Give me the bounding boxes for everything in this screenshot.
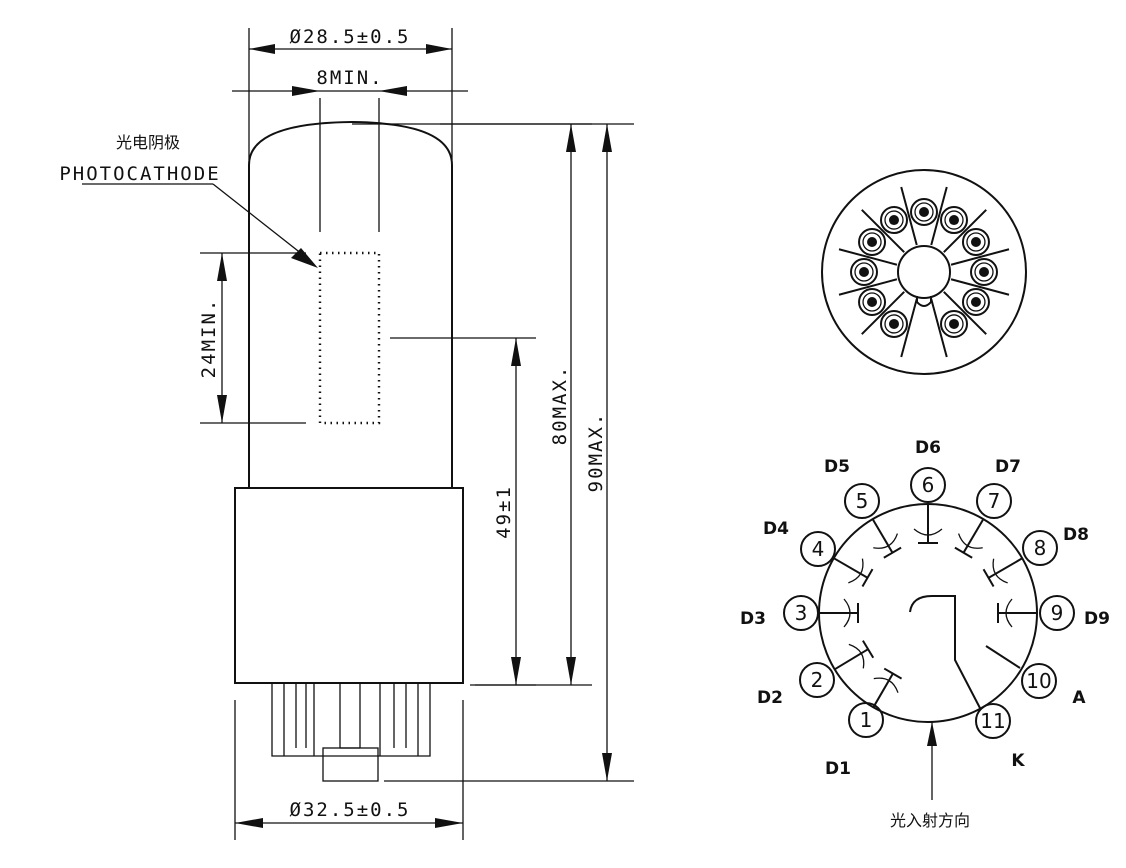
pin-number: 8	[1034, 536, 1047, 560]
pin-label: D3	[740, 609, 766, 629]
pin-7: 7 D7	[976, 457, 1021, 519]
pin-number: 10	[1026, 669, 1051, 693]
pin-number: 4	[812, 537, 825, 561]
socket-contact	[850, 258, 878, 286]
dim-total-length: 90MAX.	[585, 412, 607, 493]
dim-base-diameter: Ø32.5±0.5	[290, 799, 411, 821]
pin-11: 11K	[975, 703, 1025, 771]
socket-contact	[858, 228, 887, 256]
pin-3: 3 D3	[740, 595, 819, 631]
socket-contact	[940, 309, 968, 338]
dim-top-diameter: Ø28.5±0.5	[290, 26, 411, 48]
pin-label: D2	[757, 688, 783, 708]
socket-contact	[970, 258, 998, 286]
pin-number: 6	[922, 473, 935, 497]
photocathode-label-en: PHOTOCATHODE	[59, 163, 220, 185]
pin-label: A	[1072, 688, 1086, 708]
pin-number: 9	[1051, 601, 1064, 625]
pin-2: 2D2	[757, 662, 835, 708]
pin-9: 9 D9	[1039, 595, 1110, 631]
pin-label: D5	[824, 457, 850, 477]
pin-label: D6	[915, 438, 941, 458]
pin-number: 1	[860, 708, 873, 732]
dimension-lines	[82, 28, 634, 840]
socket-contact	[880, 206, 908, 235]
pin-label: D7	[995, 457, 1021, 477]
socket-contact	[858, 288, 887, 316]
dim-body-length: 80MAX.	[549, 365, 571, 446]
tube-outline	[234, 120, 464, 782]
pin-number: 11	[980, 709, 1005, 733]
pin-6: 6 D6	[910, 438, 946, 503]
pin-10: 10A	[1021, 663, 1086, 708]
pin-number: 3	[795, 601, 808, 625]
socket-contact	[961, 288, 990, 316]
light-direction-label: 光入射方向	[890, 811, 970, 830]
pin-label: K	[1011, 751, 1025, 771]
pin-label: D9	[1084, 609, 1110, 629]
pin-label: D4	[763, 519, 789, 539]
photocathode-label-cn: 光电阴极	[116, 133, 180, 152]
pin-number: 7	[988, 489, 1001, 513]
tube-base-pins	[271, 683, 431, 782]
dim-center-height: 49±1	[493, 485, 515, 539]
socket-contact	[961, 228, 990, 256]
pin-1: 1D1	[825, 702, 884, 779]
pin-number: 5	[856, 489, 869, 513]
socket-contact	[880, 309, 908, 338]
pin-4: 4 D4	[763, 519, 836, 567]
photocathode-window	[318, 251, 381, 425]
pin-5: 5 D5	[824, 457, 880, 519]
dim-window-width: 8MIN.	[316, 67, 383, 89]
socket-bottom-view	[821, 169, 1027, 375]
pin-8: 8 D8	[1022, 525, 1089, 566]
pin-number: 2	[811, 668, 824, 692]
socket-contact	[910, 198, 938, 226]
dim-window-height: 24MIN.	[198, 298, 220, 379]
pin-label: D1	[825, 759, 851, 779]
socket-contact	[940, 206, 968, 235]
pin-label: D8	[1063, 525, 1089, 545]
